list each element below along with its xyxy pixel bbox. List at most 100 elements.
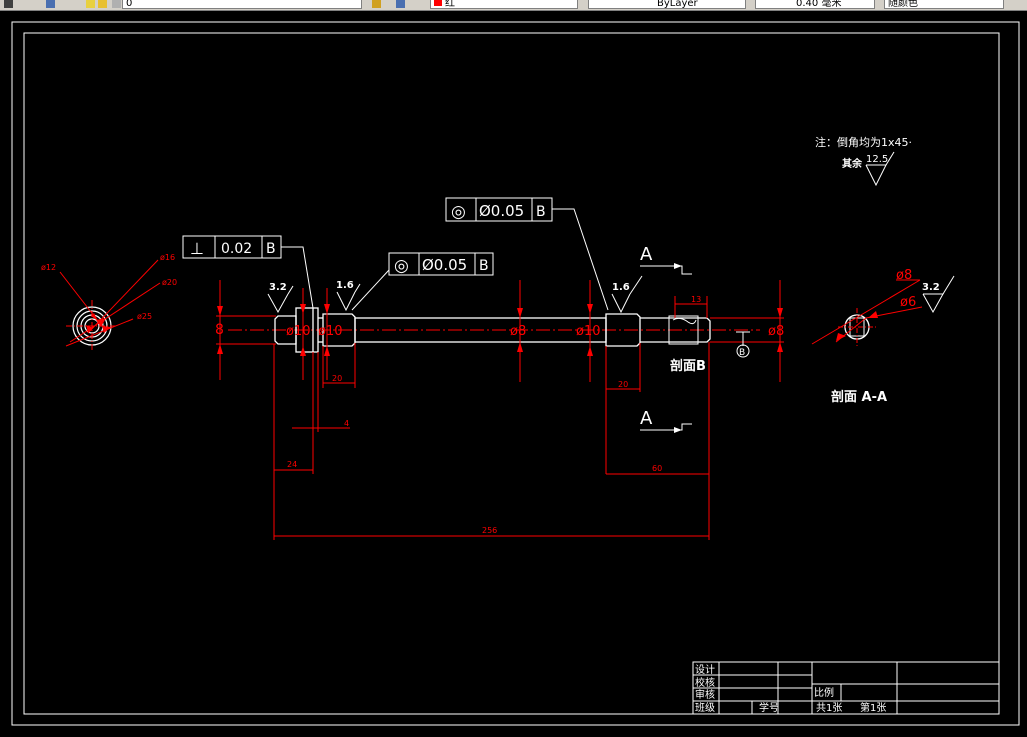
section-aa-view: ø8 ø6 3.2 剖面 A-A — [811, 268, 955, 405]
rough-sym-1 — [267, 293, 289, 314]
arrow-20 — [96, 318, 106, 327]
section-a-top: A — [640, 244, 653, 265]
left-end-view: ø12 ø16 ø20 ø25 — [41, 253, 177, 352]
plotstyle-value: 随颜色 — [888, 0, 918, 9]
arrow-p10f — [587, 346, 593, 356]
rough-sym-3 — [611, 293, 631, 314]
dim-60: 60 — [652, 464, 662, 473]
dim-leader-12 — [59, 271, 99, 322]
linetype-value: ByLayer — [657, 0, 698, 9]
dim-phi25: ø25 — [137, 312, 152, 321]
dim-leader-25 — [65, 318, 134, 347]
roughness-symbol-general — [865, 164, 887, 187]
dim-phi16: ø16 — [160, 253, 175, 262]
make-current-icon[interactable] — [372, 0, 381, 8]
rough-sym-2 — [336, 291, 356, 312]
arrow-p8c — [777, 308, 783, 318]
dim-24: 24 — [287, 460, 297, 469]
arrow-25 — [102, 326, 111, 333]
roughness-3-2-left: 3.2 — [269, 282, 287, 293]
layer-name: 0 — [126, 0, 133, 9]
sun-icon[interactable] — [98, 0, 107, 8]
arrow-8a — [217, 306, 223, 316]
arrow-16 — [86, 325, 93, 333]
fcf-coax2-symbol: ◎ — [451, 202, 466, 222]
arrow-p10c — [324, 304, 330, 314]
fcf-coax1-symbol: ◎ — [394, 256, 409, 276]
main-shaft-view: 8 ø10 ø10 ø8 ø10 ø8 20 4 — [182, 197, 784, 540]
section-dim-phi8: ø8 — [896, 268, 912, 283]
fcf-coax2-value: Ø0.05 — [479, 202, 524, 220]
rough-sym-3-tail — [629, 275, 643, 295]
bottom-strip — [0, 733, 1027, 737]
dim-20-left: 20 — [332, 374, 342, 383]
tb-class: 班级 — [695, 702, 715, 714]
lock-icon[interactable] — [112, 0, 121, 8]
section-a-top-arrowhead — [674, 263, 682, 269]
layer-icon[interactable] — [4, 0, 13, 8]
chamfer-note: 注：倒角均为1x45· — [815, 135, 912, 149]
roughness-leader — [885, 151, 895, 166]
flat-keyway — [668, 315, 699, 345]
sheet-inner-border — [23, 32, 1000, 715]
other-surfaces-label: 其余 — [842, 157, 863, 170]
dim-256: 256 — [482, 526, 497, 535]
rough-sym-1-tail — [287, 285, 294, 295]
section-aa-label: 剖面 A-A — [831, 389, 887, 405]
fcf-coax1-value: Ø0.05 — [422, 256, 467, 274]
dim-phi12: ø12 — [41, 263, 56, 272]
arrow-p10e — [587, 304, 593, 314]
section-a-bottom-arrow — [640, 423, 692, 431]
dim-phi8-right: ø8 — [768, 324, 784, 339]
dim-leader-20 — [69, 282, 161, 343]
dim-phi10-left: ø10 — [318, 324, 343, 339]
red-swatch-icon — [434, 0, 442, 6]
dim-8-left: 8 — [215, 322, 224, 338]
tb-designer: 设计 — [695, 663, 715, 676]
arrow-p8b — [517, 342, 523, 352]
sec-leader-8 — [811, 279, 921, 345]
fcf-perp-value: 0.02 — [221, 241, 252, 257]
layer-previous-icon[interactable] — [396, 0, 405, 8]
dim-4: 4 — [344, 419, 349, 428]
right-end-segment — [640, 317, 711, 343]
sheet-outer-border — [11, 21, 1020, 726]
lineweight-control-dropdown[interactable]: 0.40 毫米 — [755, 0, 875, 9]
dim-phi10-right: ø10 — [576, 324, 601, 339]
other-roughness-value: 12.5 — [866, 154, 888, 165]
plotstyle-control-dropdown[interactable]: 随颜色 — [884, 0, 1004, 9]
properties-toolbar: 0 红 ByLayer 0.40 毫米 随颜色 — [0, 0, 1027, 11]
collar-segment — [295, 307, 319, 353]
section-dim-phi6: ø6 — [900, 295, 916, 310]
roughness-3-2-right: 3.2 — [922, 282, 940, 293]
color-control-dropdown[interactable]: 红 — [430, 0, 578, 9]
layer-states-icon[interactable] — [46, 0, 55, 8]
sec-arrow-a — [868, 311, 878, 318]
lightbulb-icon[interactable] — [86, 0, 95, 8]
dim-phi8-mid: ø8 — [510, 324, 526, 339]
arrow-12 — [91, 313, 98, 321]
arrow-p10b — [300, 346, 306, 356]
dim-13: 13 — [691, 295, 701, 304]
datum-b-letter: B — [739, 348, 745, 358]
linetype-control-dropdown[interactable]: ByLayer — [588, 0, 746, 9]
section-a-bottom: A — [640, 408, 653, 429]
fcf-perp-symbol: ⊥ — [190, 239, 204, 258]
arrow-8b — [217, 344, 223, 354]
roughness-1-6-left: 1.6 — [336, 280, 354, 291]
tb-checker: 校核 — [695, 676, 715, 689]
fcf-coax1-box — [388, 252, 494, 276]
drawing-canvas[interactable]: 注：倒角均为1x45· 其余 12.5 ø12 ø16 ø20 ø25 — [0, 11, 1027, 733]
dim-phi20: ø20 — [162, 278, 177, 287]
rough-sym-4-tail — [942, 275, 955, 295]
layer-control-dropdown[interactable]: 0 — [122, 0, 362, 9]
section-a-top-arrow — [640, 265, 692, 275]
rough-sym-4 — [922, 293, 944, 314]
tb-student-id: 学号 — [759, 701, 779, 714]
section-b-label: 剖面B — [670, 358, 706, 374]
color-value: 红 — [445, 0, 455, 9]
fcf-perp-datum: B — [266, 241, 276, 257]
tb-scale: 比例 — [814, 686, 834, 699]
dim-20-right: 20 — [618, 380, 628, 389]
tb-sheet-number: 第1张 — [860, 701, 886, 714]
